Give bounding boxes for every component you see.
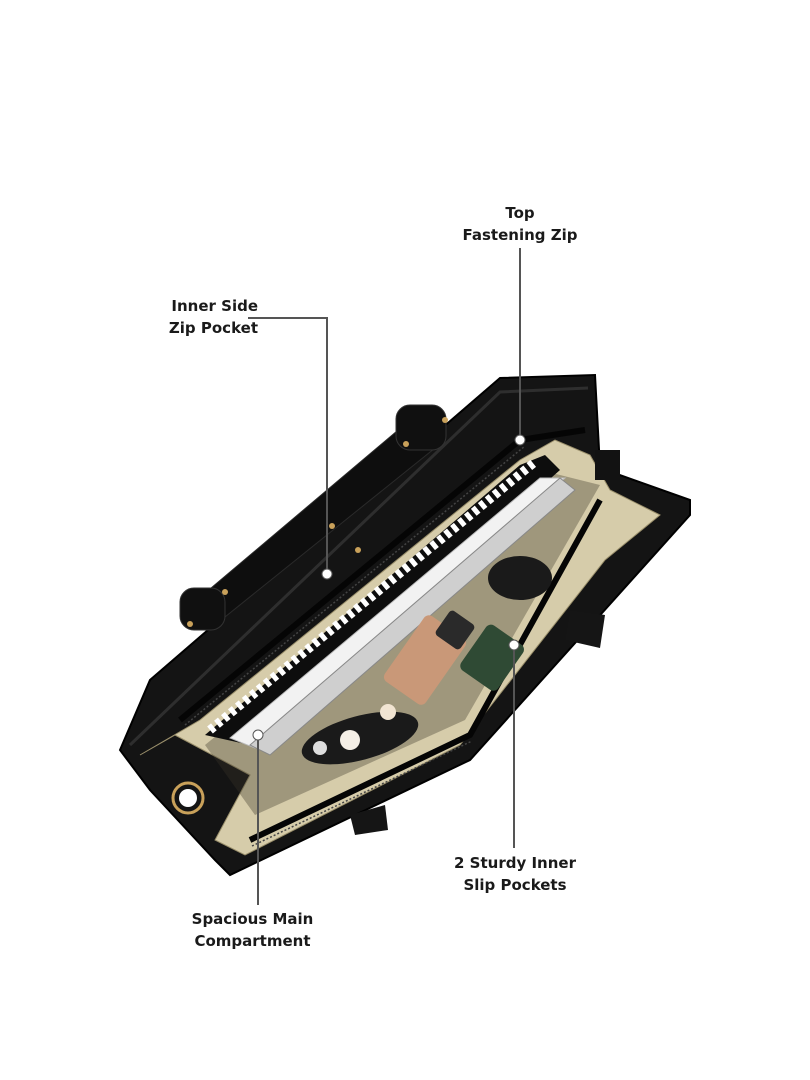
leader-lines: [248, 248, 521, 905]
handles: [179, 404, 620, 835]
callout-line: 2 Sturdy Inner: [454, 854, 576, 872]
leader-dots: [252, 434, 526, 741]
cosmetics: [301, 556, 552, 765]
callout-line: Slip Pockets: [463, 876, 567, 894]
callout-inner-side-zip-pocket: Inner Side Zip Pocket: [140, 295, 258, 339]
d-ring: [171, 781, 205, 815]
callout-line: Compartment: [194, 932, 311, 950]
callout-line: Spacious Main: [191, 910, 314, 928]
tablet: [249, 477, 576, 756]
callout-slip-pockets: 2 Sturdy Inner Slip Pockets: [440, 852, 590, 896]
callout-line: Top: [505, 204, 535, 222]
callout-line: Inner Side: [171, 297, 258, 315]
callout-line: Fastening Zip: [462, 226, 578, 244]
callout-main-compartment: Spacious Main Compartment: [180, 908, 325, 952]
gold-hardware: [187, 417, 448, 627]
callout-top-fastening-zip: Top Fastening Zip: [450, 202, 590, 246]
callout-line: Zip Pocket: [168, 319, 258, 337]
